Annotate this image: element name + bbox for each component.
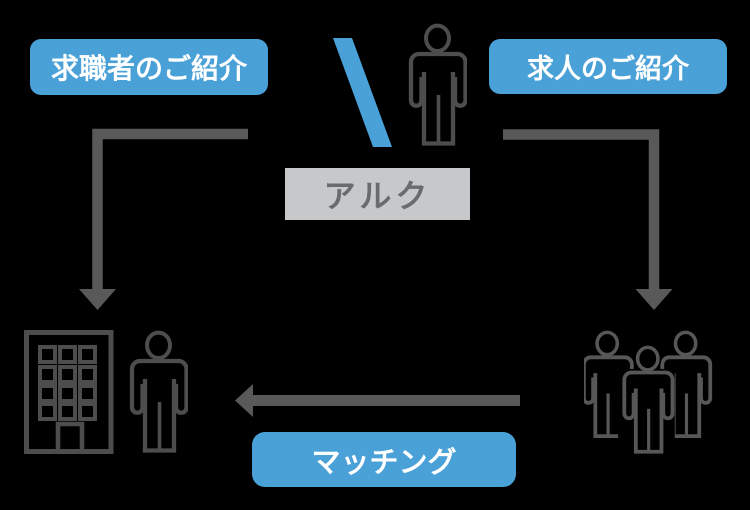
logo-caption: アルク — [285, 168, 470, 220]
arrow-left-icon — [235, 384, 520, 417]
elbow-arrow-down-left-icon — [79, 128, 248, 310]
badge-matching: マッチング — [252, 432, 516, 487]
person-icon — [126, 322, 188, 454]
logo-blue-stroke — [333, 38, 392, 147]
person-icon — [405, 15, 467, 147]
badge-job-opening-intro: 求人のご紹介 — [489, 39, 727, 94]
elbow-arrow-down-right-icon — [503, 129, 673, 310]
building-icon — [24, 330, 114, 454]
people-group-icon — [584, 330, 713, 454]
group-front-person — [618, 343, 675, 454]
triangle-a-logo-icon — [290, 38, 392, 158]
badge-job-seeker-intro: 求職者のご紹介 — [30, 39, 268, 95]
